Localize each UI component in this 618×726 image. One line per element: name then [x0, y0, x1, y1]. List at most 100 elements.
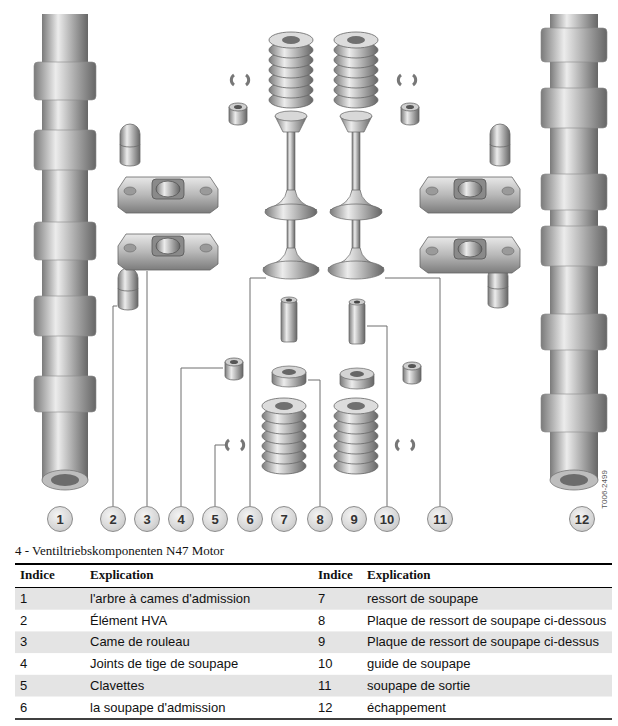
- valve-guides: [281, 297, 365, 344]
- intake-camshaft: [34, 62, 96, 100]
- table-header: Explication: [90, 567, 154, 583]
- stem-seals: [225, 358, 243, 380]
- intake-camshaft: [34, 296, 96, 336]
- intake-camshaft: [34, 14, 96, 490]
- callout-text: 1: [56, 513, 63, 526]
- table-header: Indice: [318, 567, 353, 583]
- table-cell: 1: [20, 591, 27, 606]
- exhaust-camshaft: [560, 474, 588, 486]
- lower-springs: [334, 398, 378, 474]
- table-cell: 8: [318, 613, 325, 628]
- table-cell: Clavettes: [90, 678, 144, 693]
- stem-seals: [225, 103, 421, 384]
- table-cell: guide de soupape: [367, 656, 470, 671]
- table-cell: 5: [20, 678, 27, 693]
- callout-number: 3: [134, 506, 160, 532]
- table-cell: Élément HVA: [90, 613, 167, 628]
- callout-text: 12: [575, 513, 589, 526]
- roller-rockers: [118, 177, 520, 273]
- hva-elements: [120, 124, 140, 166]
- roller-rockers: [420, 237, 520, 273]
- table-cell: soupape de sortie: [367, 678, 470, 693]
- upper-springs: [269, 32, 313, 108]
- callout-text: 7: [280, 513, 287, 526]
- table-cell: 7: [318, 591, 325, 606]
- table-cell: 10: [318, 656, 332, 671]
- exhaust-camshaft: [541, 14, 607, 490]
- lower-seats: [340, 368, 374, 389]
- table-cell: la soupape d'admission: [90, 700, 225, 715]
- leader-line: [367, 326, 387, 506]
- stem-seals: [229, 103, 247, 125]
- exhaust-camshaft: [541, 394, 607, 432]
- exhaust-camshaft: [541, 28, 607, 62]
- valves: [263, 112, 319, 279]
- callout-number: 11: [427, 506, 453, 532]
- upper-springs: [269, 32, 378, 108]
- hva-elements: [118, 268, 138, 310]
- table-cell: 12: [318, 700, 332, 715]
- callout-number: 4: [168, 506, 194, 532]
- table-rule: [15, 563, 612, 565]
- table-cell: l'arbre à cames d'admission: [90, 591, 250, 606]
- lower-springs: [262, 398, 306, 474]
- table-cell: 3: [20, 634, 27, 649]
- callout-text: 10: [380, 513, 394, 526]
- roller-rockers: [118, 177, 218, 213]
- lower-seats: [272, 366, 306, 387]
- table-cell: Plaque de ressort de soupape ci-dessous: [367, 613, 606, 628]
- valve-keys: [231, 75, 248, 85]
- callout-text: 9: [350, 513, 357, 526]
- leader-line: [250, 278, 266, 506]
- table-rule: [15, 588, 612, 610]
- table-rule: [15, 675, 612, 697]
- callout-number: 7: [271, 506, 297, 532]
- roller-rockers: [118, 234, 218, 270]
- stem-seals: [403, 362, 421, 384]
- table-cell: 6: [20, 700, 27, 715]
- figure-caption: 4 - Ventiltriebskomponenten N47 Motor: [15, 543, 224, 559]
- table-rule: [15, 564, 612, 719]
- roller-rockers: [420, 177, 520, 213]
- table-cell: Joints de tige de soupape: [90, 656, 238, 671]
- table-cell: 11: [318, 678, 332, 693]
- upper-retainers: [275, 111, 307, 132]
- leader-line: [113, 306, 117, 506]
- callout-text: 6: [246, 513, 253, 526]
- callout-text: 2: [109, 513, 116, 526]
- callout-number: 5: [202, 506, 228, 532]
- table-rule: [15, 587, 612, 588]
- valve-keys: [396, 440, 413, 450]
- exhaust-camshaft: [541, 174, 607, 210]
- table-rule: [15, 631, 612, 653]
- callout-text: 3: [143, 513, 150, 526]
- table-cell: échappement: [367, 700, 446, 715]
- hva-elements: [490, 124, 510, 166]
- intake-camshaft: [34, 222, 96, 260]
- callout-number: 10: [374, 506, 400, 532]
- watermark-code: T006-2499: [599, 470, 608, 509]
- leader-line: [113, 271, 440, 506]
- table-cell: ressort de soupape: [367, 591, 478, 606]
- valve-guides: [349, 299, 365, 344]
- valve-keys: [226, 440, 243, 450]
- callout-number: 1: [47, 506, 73, 532]
- table-cell: 9: [318, 634, 325, 649]
- valves: [263, 112, 384, 279]
- callout-number: 2: [100, 506, 126, 532]
- valves: [328, 112, 384, 279]
- leader-line: [215, 445, 227, 506]
- table-header: Indice: [20, 567, 55, 583]
- table-cell: Plaque de ressort de soupape ci-dessus: [367, 634, 599, 649]
- stem-seals: [401, 103, 419, 125]
- upper-retainers: [340, 111, 372, 132]
- upper-retainers: [275, 111, 372, 132]
- callout-text: 5: [211, 513, 218, 526]
- callout-number: 12: [569, 506, 595, 532]
- hva-elements: [118, 124, 510, 310]
- exhaust-camshaft: [541, 314, 607, 350]
- callout-text: 11: [433, 513, 447, 526]
- valve-keys: [398, 75, 415, 85]
- table-rule: [15, 718, 612, 720]
